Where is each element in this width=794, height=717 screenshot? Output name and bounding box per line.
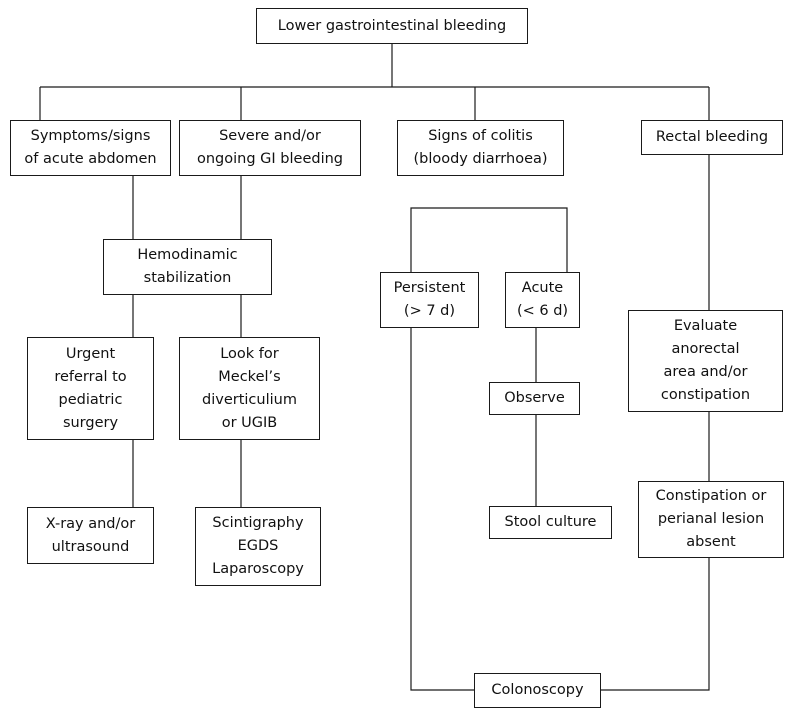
node-colonoscopy-label: Colonoscopy bbox=[491, 682, 584, 698]
node-persistent: Persistent (> 7 d) bbox=[380, 272, 479, 328]
node-persistent-label: Persistent (> 7 d) bbox=[393, 280, 466, 319]
node-rectal-bleeding-label: Rectal bleeding bbox=[655, 129, 769, 145]
node-look-for-label: Look for Meckel’s diverticulium or UGIB bbox=[202, 345, 297, 431]
connector-persistent-colonoscopy bbox=[410, 328, 474, 691]
node-hemodynamic-label: Hemodinamic stabilization bbox=[137, 247, 238, 286]
node-xray: X-ray and/or ultrasound bbox=[27, 507, 154, 564]
connector-persistent-acute-bracket bbox=[410, 207, 568, 272]
node-colonoscopy: Colonoscopy bbox=[474, 673, 601, 708]
node-evaluate-label: Evaluate anorectal area and/or constipat… bbox=[660, 318, 751, 403]
node-hemodynamic: Hemodinamic stabilization bbox=[103, 239, 272, 295]
node-urgent-referral-label: Urgent referral to pediatric surgery bbox=[54, 345, 127, 431]
node-acute-abdomen-label: Symptoms/signs of acute abdomen bbox=[24, 128, 157, 167]
node-evaluate: Evaluate anorectal area and/or constipat… bbox=[628, 310, 783, 412]
node-stool-culture: Stool culture bbox=[489, 506, 612, 539]
node-stool-culture-label: Stool culture bbox=[504, 514, 597, 530]
node-constipation-absent-label: Constipation or perianal lesion absent bbox=[655, 488, 767, 550]
node-urgent-referral: Urgent referral to pediatric surgery bbox=[27, 337, 154, 440]
node-observe-label: Observe bbox=[504, 390, 565, 406]
node-acute-abdomen: Symptoms/signs of acute abdomen bbox=[10, 120, 171, 176]
node-scintigraphy: Scintigraphy EGDS Laparoscopy bbox=[195, 507, 321, 586]
node-scintigraphy-label: Scintigraphy EGDS Laparoscopy bbox=[212, 515, 304, 577]
node-acute-label: Acute (< 6 d) bbox=[516, 280, 569, 319]
node-colitis-label: Signs of colitis (bloody diarrhoea) bbox=[413, 128, 548, 167]
node-acute: Acute (< 6 d) bbox=[505, 272, 580, 328]
node-title: Lower gastrointestinal bleeding bbox=[256, 8, 528, 44]
node-severe-bleeding-label: Severe and/or ongoing GI bleeding bbox=[197, 128, 343, 167]
node-title-label: Lower gastrointestinal bleeding bbox=[277, 17, 507, 34]
node-constipation-absent: Constipation or perianal lesion absent bbox=[638, 481, 784, 558]
node-rectal-bleeding: Rectal bleeding bbox=[641, 120, 783, 155]
node-look-for: Look for Meckel’s diverticulium or UGIB bbox=[179, 337, 320, 440]
node-colitis: Signs of colitis (bloody diarrhoea) bbox=[397, 120, 564, 176]
connector-constipation-colonoscopy bbox=[601, 558, 710, 691]
node-severe-bleeding: Severe and/or ongoing GI bleeding bbox=[179, 120, 361, 176]
node-observe: Observe bbox=[489, 382, 580, 415]
node-xray-label: X-ray and/or ultrasound bbox=[45, 515, 136, 555]
